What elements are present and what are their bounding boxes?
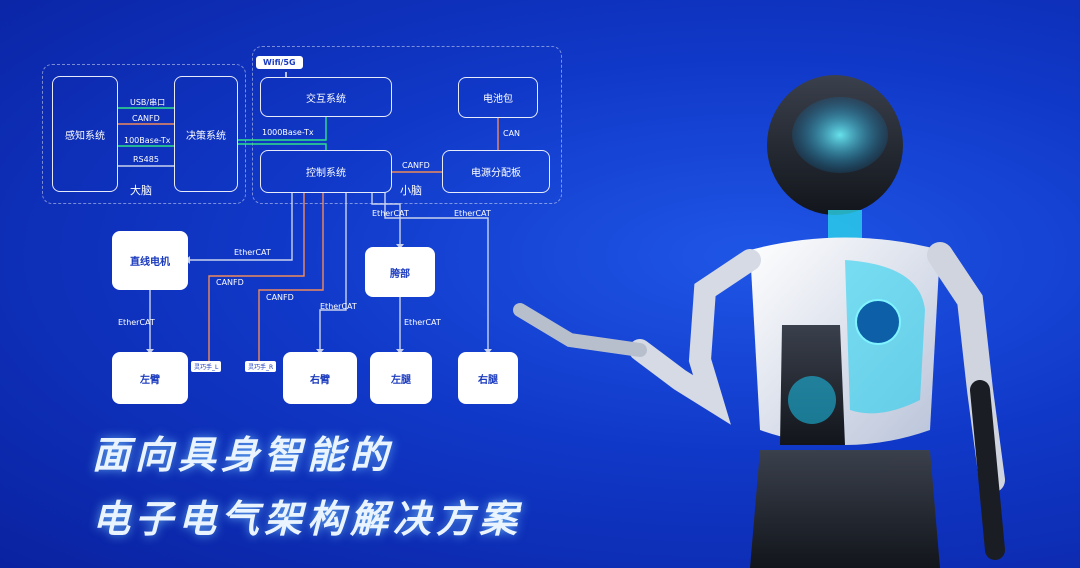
canfd-left-label: CANFD: [216, 278, 244, 287]
left-hand-tag: 灵巧手_L: [191, 361, 222, 372]
canfd-right-label: CANFD: [266, 293, 294, 302]
control-system-box: 控制系统: [260, 150, 392, 193]
right-hand-tag: 灵巧手_R: [245, 361, 277, 372]
ethercat-left-arm-label: EtherCAT: [118, 318, 155, 327]
ethercat-hip-label: EtherCAT: [372, 209, 409, 218]
ethercat-right-arm-label: EtherCAT: [320, 302, 357, 311]
left-arm-box: 左臂: [112, 352, 188, 404]
big-brain-label: 大脑: [130, 184, 152, 197]
canfd-link-label: CANFD: [132, 114, 160, 123]
wifi-badge: Wifi/5G: [256, 56, 303, 69]
usb-link-label: USB/串口: [130, 98, 166, 107]
left-leg-box: 左腿: [370, 352, 432, 404]
power-board-box: 电源分配板: [442, 150, 550, 193]
can-battery-label: CAN: [503, 129, 521, 138]
decision-system-box: 决策系统: [174, 76, 238, 192]
big-brain-frame: [42, 64, 246, 204]
small-brain-frame: [252, 46, 562, 204]
right-arm-box: 右臂: [283, 352, 357, 404]
humanoid-robot-illustration: [513, 75, 1005, 568]
small-brain-label: 小脑: [400, 184, 422, 197]
headline-line-1: 面向具身智能的: [92, 433, 394, 477]
canfd-control-power-label: CANFD: [402, 161, 430, 170]
rs485-link-label: RS485: [133, 155, 159, 164]
perception-system-box: 感知系统: [52, 76, 118, 192]
hip-box: 胯部: [365, 247, 435, 297]
right-leg-box: 右腿: [458, 352, 518, 404]
eth1000-link-label: 1000Base-Tx: [262, 128, 314, 137]
eth100-link-label: 100Base-Tx: [124, 136, 171, 145]
interaction-system-box: 交互系统: [260, 77, 392, 117]
ethercat-motor-label: EtherCAT: [234, 248, 271, 257]
ethercat-right-leg-label: EtherCAT: [454, 209, 491, 218]
ethercat-left-leg-label: EtherCAT: [404, 318, 441, 327]
headline-line-2: 电子电气架构解决方案: [92, 497, 523, 541]
linear-motor-box: 直线电机: [112, 231, 188, 290]
battery-box: 电池包: [458, 77, 538, 118]
